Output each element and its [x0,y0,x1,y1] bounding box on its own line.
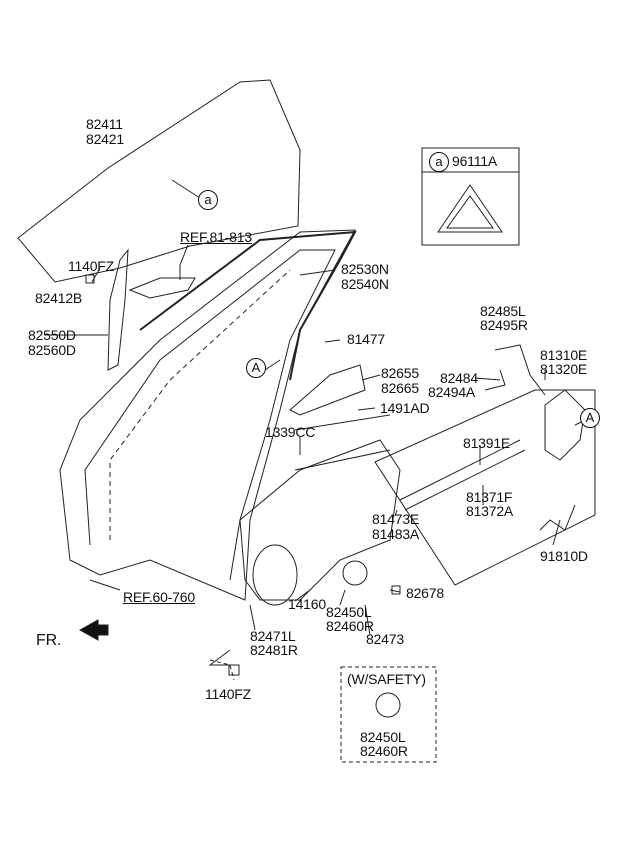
label-82665: 82665 [381,380,419,396]
front-arrow-icon [78,619,109,641]
label-81477: 81477 [347,331,385,347]
label-safety-82450l: 82450L [360,729,406,745]
callout-A-latch: A [580,408,600,428]
label-82655: 82655 [381,365,419,381]
label-82485l: 82485L [480,303,526,319]
callout-A-door: A [246,358,266,378]
callout-a-box: a [429,152,449,172]
label-82494a: 82494A [428,384,476,400]
label-82411: 82411 [86,116,123,132]
label-82481r: 82481R [250,642,298,658]
label-81371f: 81371F [466,489,513,505]
channel [107,248,129,371]
label-safety-82460r: 82460R [360,743,408,759]
front-label: FR. [36,632,62,649]
label-81391e: 81391E [463,435,511,451]
door-frame [59,229,356,601]
regulator-panel [239,439,401,601]
ref-60-760: REF.60-760 [123,589,195,605]
warning-label-icon [437,184,503,233]
safety-title: (W/SAFETY) [347,671,426,687]
label-91810d: 91810D [540,548,588,564]
label-82460r: 82460R [326,618,374,634]
label-82421: 82421 [86,131,124,147]
label-82473: 82473 [366,631,404,647]
ref-81-813: REF.81-813 [180,229,252,245]
label-82678: 82678 [406,585,444,601]
label-82484: 82484 [440,370,478,386]
safety-box [340,666,437,763]
label-82450l: 82450L [326,604,372,620]
label-82495r: 82495R [480,317,528,333]
label-81483a: 81483A [372,526,420,542]
label-14160: 14160 [288,596,326,612]
label-82550d: 82550D [28,327,76,343]
label-81310e: 81310E [540,347,588,363]
label-1339cc: 1339CC [265,424,316,440]
label-96111a: 96111A [452,153,497,169]
latch-shape [544,389,586,461]
label-1140fz-upper: 1140FZ [68,258,115,274]
motor-shape [342,560,368,586]
callout-a: a [198,190,218,210]
label-1140fz-lower: 1140FZ [205,686,252,702]
label-81320e: 81320E [540,361,588,377]
label-82560d: 82560D [28,342,76,358]
label-81473e: 81473E [372,511,420,527]
weatherstrip [139,230,357,381]
label-part-box [421,147,520,246]
label-82471l: 82471L [250,628,296,644]
label-1491ad: 1491AD [380,400,430,416]
latch-box [374,389,596,586]
label-82530n: 82530N [341,261,389,277]
label-82412b: 82412B [35,290,83,306]
door-glass [17,79,301,283]
label-81372a: 81372A [466,503,514,519]
label-82540n: 82540N [341,276,389,292]
